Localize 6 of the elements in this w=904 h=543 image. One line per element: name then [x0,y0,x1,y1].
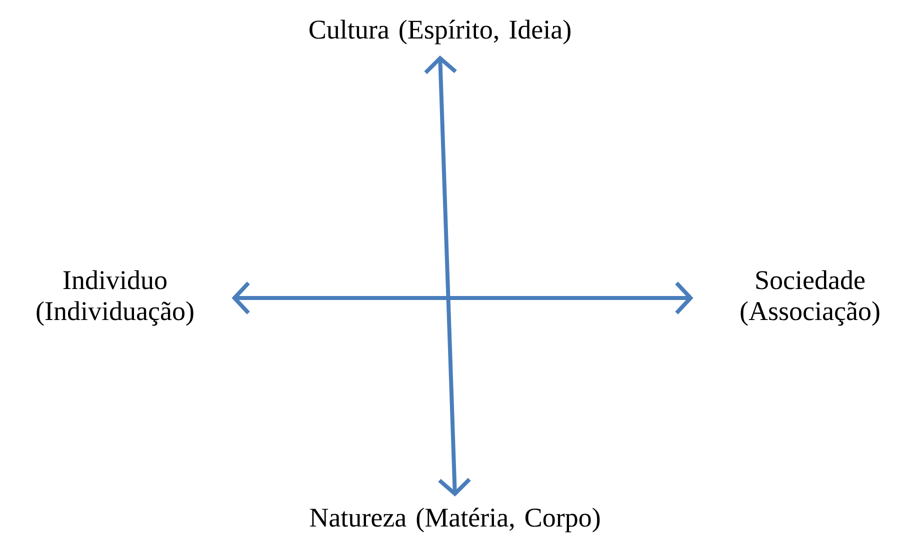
double-arrow [424,55,471,497]
double-arrow [232,282,694,314]
axis-label: Sociedade (Associação) [740,270,880,326]
axis-label: Natureza (Matéria, Corpo) [310,508,600,532]
axis-label: Cultura (Espírito, Ideia) [310,20,570,44]
axis-label: Individuo (Individuação) [36,270,194,326]
